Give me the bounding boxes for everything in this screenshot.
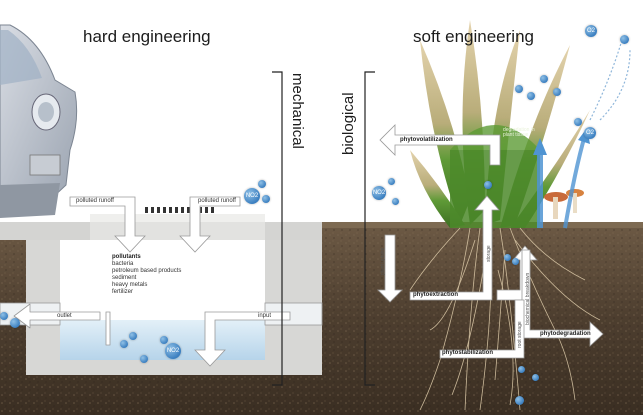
molecule-bubble: [258, 180, 266, 188]
phytoextraction-label: phytoextraction: [413, 292, 459, 298]
mechanical-bracket: [272, 71, 283, 386]
molecule-bubble: [515, 85, 523, 93]
hard-engineering-title: hard engineering: [83, 27, 211, 46]
molecule-bubble: [532, 374, 539, 381]
molecule-bubble: [129, 332, 137, 340]
molecule-bubble: [540, 75, 548, 83]
soft-flow-arrows: [377, 124, 604, 359]
molecule-bubble: [518, 366, 525, 373]
pollutant-item: fertilizer: [112, 289, 134, 295]
phytovolatilization-top-label: phytovolatilization: [400, 137, 453, 143]
plant-tissue-label: degradation in plant tissue: [503, 127, 535, 138]
biological-bracket: [364, 71, 375, 386]
molecule-bubble: [620, 35, 629, 44]
molecule-bubble: [160, 336, 168, 344]
molecule-bubble: [504, 254, 511, 261]
molecule-bubble: [10, 318, 20, 328]
plant-uptake-label: plant uptake: [380, 247, 386, 275]
molecule-bubble: [140, 355, 148, 363]
pollutants-list: pollutants bacteria petroleum based prod…: [112, 254, 181, 296]
pollutant-item: petroleum based products: [112, 268, 182, 274]
molecule-bubble: [0, 312, 8, 320]
molecule-bubble: [388, 178, 395, 185]
pollutant-item: sediment: [112, 275, 137, 281]
pollutant-item: heavy metals: [112, 282, 148, 288]
outlet-label: outlet: [57, 313, 72, 319]
molecule-bubble: [553, 88, 561, 96]
pollutants-heading: pollutants: [112, 254, 141, 260]
molecule-bubble: [120, 340, 128, 348]
hard-flow-arrows: [13, 196, 291, 367]
biochemical-breakdown-label: biochemical breakdown: [525, 272, 531, 325]
o2-molecule: O2: [585, 25, 597, 37]
root-storage-label: root storage: [517, 321, 523, 348]
input-label: input: [258, 313, 272, 319]
pollutant-item: bacteria: [112, 261, 134, 267]
molecule-bubble: [392, 198, 399, 205]
no2-molecule: NO2: [165, 343, 181, 359]
phytodegradation-label: phytodegradation: [540, 331, 591, 337]
no2-molecule: NO2: [372, 186, 386, 200]
polluted-runoff-left-label: polluted runoff: [76, 198, 114, 204]
biological-label: biological: [340, 92, 357, 155]
molecule-bubble: [515, 396, 524, 405]
mechanical-label: mechanical: [289, 73, 306, 149]
no2-molecule: NO2: [244, 188, 260, 204]
molecule-bubble: [574, 118, 582, 126]
molecule-bubble: [262, 195, 270, 203]
molecule-bubble: [484, 181, 492, 189]
polluted-runoff-right-label: polluted runoff: [198, 198, 236, 204]
molecule-bubble: [527, 92, 535, 100]
soft-engineering-title: soft engineering: [413, 27, 534, 46]
o2-molecule: O2: [584, 127, 596, 139]
car-illustration: [0, 24, 78, 218]
phytostabilization-label: phytostabilization: [442, 350, 493, 356]
molecule-bubble: [512, 258, 519, 265]
storage-label: storage: [486, 245, 492, 262]
